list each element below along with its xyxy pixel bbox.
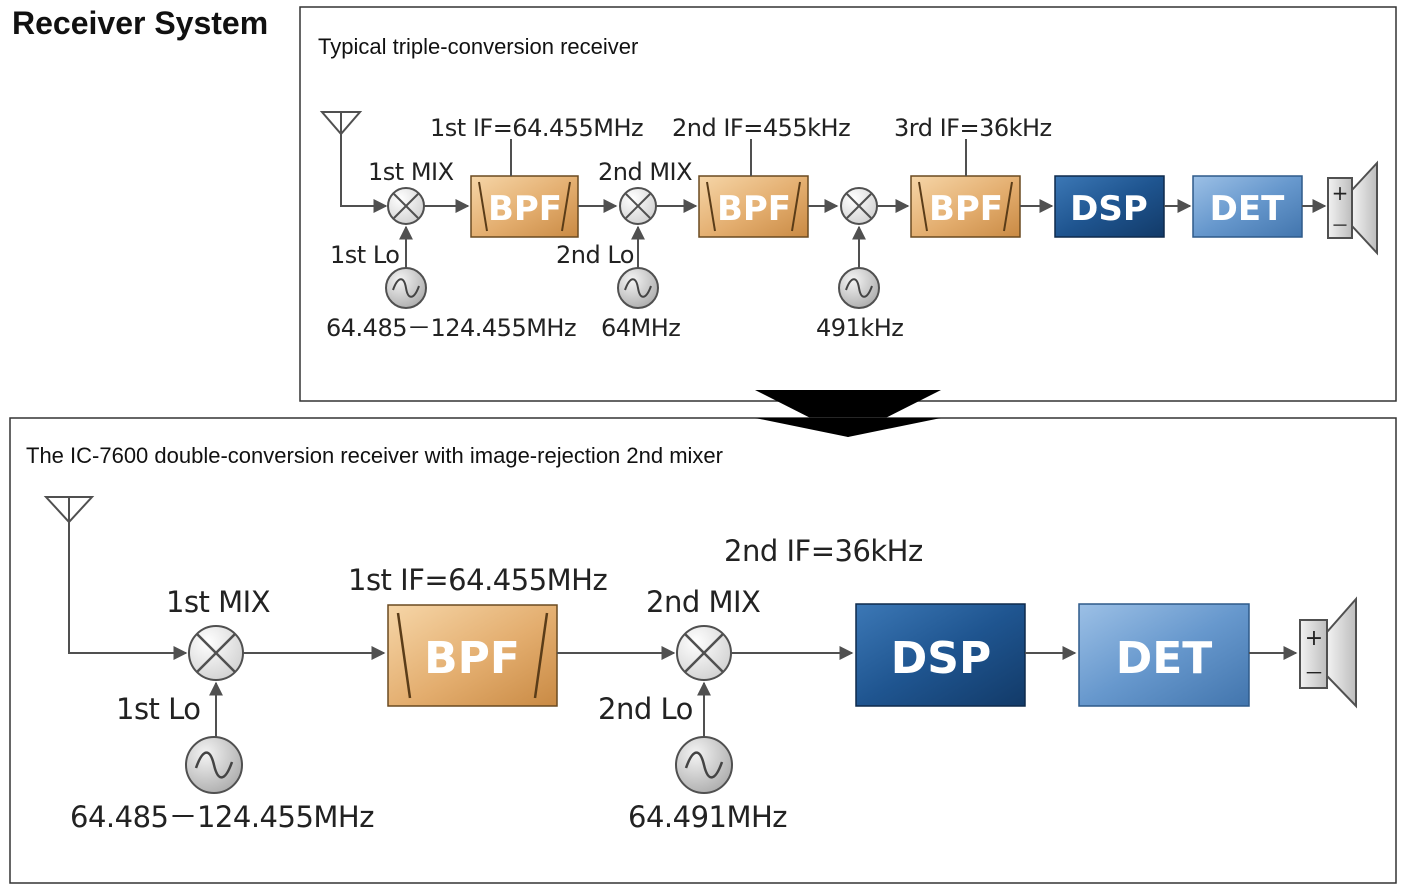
top-mixer-1 [387,187,425,225]
top-oscillator-3 [838,267,880,309]
bottom-lo2-freq: 64.491MHz [628,800,787,834]
top-oscillator-1 [385,267,427,309]
bottom-speaker-minus: － [1304,661,1324,685]
bottom-speaker-plus: + [1305,626,1323,651]
top-mixer-2 [619,187,657,225]
bottom-lo2-label: 2nd Lo [598,692,693,726]
top-lo1-label: 1st Lo [330,241,399,269]
transition-arrow-icon [755,390,941,437]
bottom-bpf-text: BPF [424,633,520,684]
top-lo1-freq: 64.485－124.455MHz [326,314,576,342]
bottom-caption: The IC-7600 double-conversion receiver w… [26,443,723,468]
bottom-panel-frame [9,417,1397,884]
top-if2-label: 2nd IF=455kHz [672,114,850,142]
page-title: Receiver System [12,5,268,41]
top-lo2-label: 2nd Lo [556,241,634,269]
top-mixer-3 [840,187,878,225]
top-speaker-icon: + － [1327,160,1378,256]
top-bpf3-text: BPF [929,189,1003,229]
bottom-if1-label: 1st IF=64.455MHz [348,563,607,597]
bottom-bpf: BPF [387,604,558,707]
bottom-mixer-1 [188,625,244,681]
bottom-dsp-text: DSP [891,633,991,684]
bottom-det-block: DET [1078,603,1250,707]
bottom-lo1-label: 1st Lo [116,692,201,726]
top-dsp-text: DSP [1070,189,1148,229]
bottom-lo1-freq: 64.485－124.455MHz [70,800,374,834]
bottom-oscillator-2 [675,736,733,794]
top-det-text: DET [1210,189,1285,229]
top-lo3-freq: 491kHz [816,314,903,342]
top-bpf1-text: BPF [488,189,562,229]
top-if3-label: 3rd IF=36kHz [894,114,1052,142]
bottom-panel: The IC-7600 double-conversion receiver w… [9,417,1397,884]
bottom-mix2-label: 2nd MIX [646,585,760,619]
top-caption: Typical triple-conversion receiver [318,34,638,59]
top-mix2-label: 2nd MIX [598,158,692,186]
top-dsp-block: DSP [1054,175,1165,238]
top-bpf-1: BPF [470,175,579,238]
bottom-mix1-label: 1st MIX [166,585,270,619]
bottom-det-text: DET [1116,633,1213,684]
top-speaker-plus: + [1332,181,1349,205]
top-bpf-2: BPF [698,175,809,238]
top-mix1-label: 1st MIX [368,158,454,186]
bottom-mixer-2 [676,625,732,681]
top-if1-label: 1st IF=64.455MHz [430,114,643,142]
top-panel: Typical triple-conversion receiver 1st M… [299,6,1397,402]
top-bpf-3: BPF [910,175,1021,238]
bottom-speaker-icon: + － [1299,596,1357,709]
top-oscillator-2 [617,267,659,309]
bottom-dsp-block: DSP [855,603,1026,707]
bottom-oscillator-1 [185,736,243,794]
antenna-icon [319,111,382,207]
top-bpf2-text: BPF [717,189,791,229]
top-speaker-minus: － [1331,216,1349,237]
top-lo2-freq: 64MHz [601,314,680,342]
top-det-block: DET [1192,175,1303,238]
bottom-antenna-icon [43,496,182,654]
bottom-if2-label: 2nd IF=36kHz [724,534,923,568]
